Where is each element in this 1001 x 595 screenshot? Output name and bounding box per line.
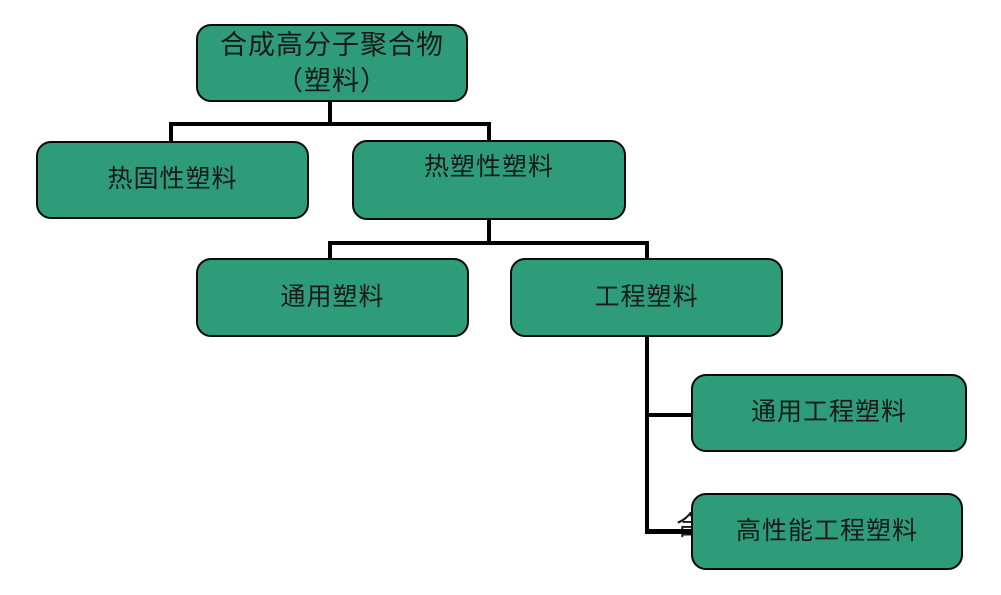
node-thermosetting-plastic-label: 热固性塑料 — [107, 166, 238, 193]
connector-level3-horizontal — [328, 241, 649, 245]
connector-thermoplastic-drop — [487, 122, 491, 142]
connector-level2-horizontal — [169, 122, 491, 126]
node-general-plastic-label: 通用塑料 — [280, 283, 385, 311]
connector-engineering-plastic-drop — [645, 241, 649, 260]
connector-engineering-trunk — [645, 335, 649, 534]
connector-thermosetting-drop — [169, 122, 173, 143]
node-high-performance-engineering-plastic: 高性能工程塑料 — [691, 493, 963, 570]
node-thermoplastic: 热塑性塑料 — [352, 140, 626, 220]
connector-general-engineering-branch — [645, 413, 693, 417]
connector-high-performance-branch — [645, 529, 693, 534]
node-general-plastic: 通用塑料 — [196, 258, 469, 337]
node-thermosetting-plastic: 热固性塑料 — [36, 141, 309, 219]
connector-thermoplastic-stub — [487, 217, 491, 245]
node-general-engineering-plastic: 通用工程塑料 — [691, 374, 967, 452]
node-general-engineering-plastic-label: 通用工程塑料 — [750, 399, 907, 426]
node-root: 合成高分子聚合物 （塑料） — [196, 24, 468, 102]
node-high-performance-engineering-plastic-label: 高性能工程塑料 — [735, 517, 918, 545]
node-engineering-plastic: 工程塑料 — [510, 258, 783, 337]
connector-root-stub — [328, 100, 332, 126]
node-root-label: 合成高分子聚合物 （塑料） — [220, 30, 444, 96]
node-thermoplastic-label: 热塑性塑料 — [423, 154, 554, 181]
node-engineering-plastic-label: 工程塑料 — [594, 283, 699, 311]
connector-general-plastic-drop — [328, 241, 332, 260]
